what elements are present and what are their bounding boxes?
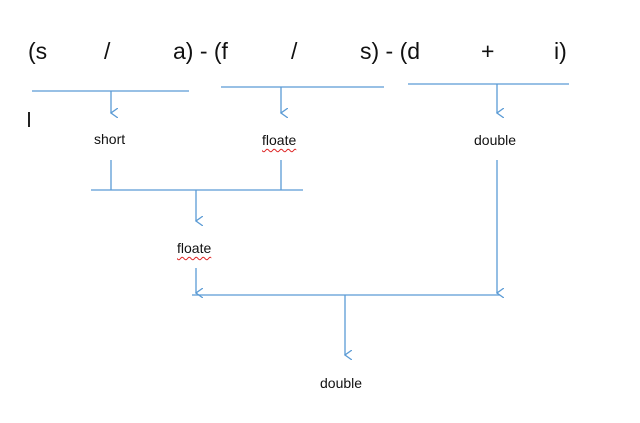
expr-token-i: i) (554, 38, 567, 64)
label-double-top: double (474, 132, 517, 148)
expr-token-s-minus-d: s) - (d (360, 38, 421, 64)
text-cursor (28, 112, 30, 127)
expr-operator-divide-1: / (104, 38, 111, 64)
expr-token-s: (s (28, 38, 48, 64)
expr-operator-divide-2: / (291, 38, 298, 64)
label-floate-mid: floate (177, 240, 212, 256)
label-floate-top: floate (262, 132, 297, 148)
label-double-bottom: double (320, 375, 363, 391)
expr-operator-plus: + (481, 38, 495, 64)
label-short: short (94, 131, 126, 147)
expr-token-a-minus-f: a) - (f (173, 38, 228, 64)
